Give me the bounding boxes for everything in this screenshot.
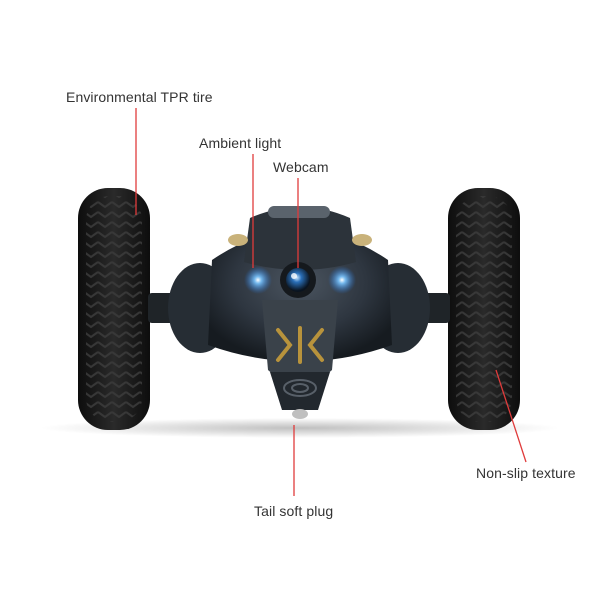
callout-tail-soft-plug: Tail soft plug <box>254 503 334 519</box>
leader-line-nonslip <box>495 369 527 463</box>
robot-body <box>208 206 392 419</box>
callout-webcam: Webcam <box>273 159 329 175</box>
right-wheel <box>448 188 520 430</box>
callout-ambient-light: Ambient light <box>199 135 282 151</box>
right-led-icon <box>328 266 356 294</box>
callout-tire: Environmental TPR tire <box>66 89 213 105</box>
callout-non-slip-texture: Non-slip texture <box>476 465 576 481</box>
webcam-icon <box>280 262 316 298</box>
left-led-icon <box>244 266 272 294</box>
ground-shadow <box>40 418 560 438</box>
leader-lines <box>135 108 527 496</box>
left-wheel <box>78 188 150 430</box>
